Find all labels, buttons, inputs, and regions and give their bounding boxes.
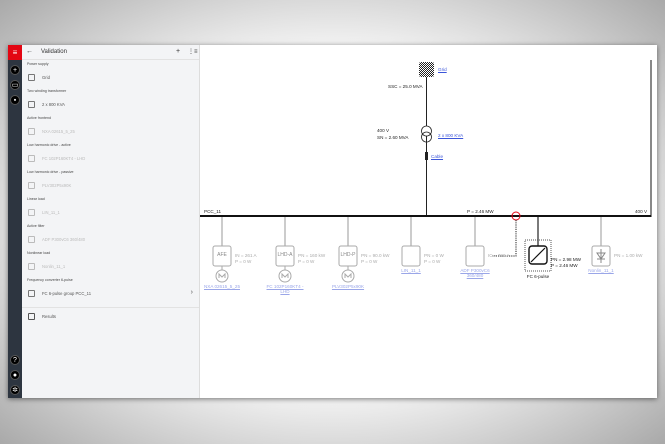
item-label: ADF P300vC6 360/480 bbox=[42, 237, 86, 242]
load-symbol bbox=[465, 245, 485, 267]
settings-icon[interactable]: ✲ bbox=[10, 385, 20, 395]
section-title: Low harmonic drive - active bbox=[27, 143, 71, 147]
section-title: Nonlinear load bbox=[27, 251, 51, 255]
load-name[interactable]: LIN_11_1 bbox=[401, 268, 421, 273]
load-box-label: LHD-A bbox=[277, 252, 293, 258]
item-label: 2 x 800 KVA bbox=[42, 102, 65, 107]
load-name[interactable]: PLV302P5x90K bbox=[331, 284, 365, 289]
item-label: NXA 02615_5_25 bbox=[42, 129, 75, 134]
component-icon bbox=[28, 182, 35, 189]
add-button[interactable]: + bbox=[176, 48, 181, 55]
trafo-voltage: 400 V bbox=[377, 128, 390, 133]
folder-icon[interactable]: ▭ bbox=[10, 80, 20, 90]
component-icon bbox=[28, 128, 35, 135]
item-label: FC 6-pulse group PCC_11 bbox=[42, 291, 92, 296]
load-value-2: P = 0 W bbox=[361, 259, 378, 264]
section-title: Linear load bbox=[27, 197, 45, 201]
grid-ssc: SSC = 25.0 MVA bbox=[388, 84, 423, 89]
results-item[interactable]: Results bbox=[22, 307, 199, 325]
section-title: Active frontend bbox=[27, 116, 51, 120]
user-icon[interactable]: ● bbox=[10, 370, 20, 380]
hamburger-icon[interactable]: ≡ bbox=[8, 45, 22, 60]
section-title: Active filter bbox=[27, 224, 45, 228]
component-icon bbox=[28, 290, 35, 297]
load-value-1: PN = 2.98 MW bbox=[551, 257, 581, 262]
load-name[interactable]: Nonlin_11_1 bbox=[588, 268, 614, 273]
component-icon bbox=[28, 236, 35, 243]
load-box-label: AFE bbox=[217, 252, 227, 258]
component-icon bbox=[28, 155, 35, 162]
component-icon bbox=[28, 101, 35, 108]
load-value-2: P = 0 W bbox=[424, 259, 441, 264]
single-line-diagram: Grid SSC = 25.0 MVA 400 V SN = 2.60 MVA … bbox=[200, 60, 657, 398]
motor-symbol bbox=[215, 269, 229, 283]
bus-name: PCC_11 bbox=[204, 209, 222, 214]
trafo-link[interactable]: 2 x 800 KVA bbox=[438, 133, 464, 138]
results-label: Results bbox=[42, 314, 56, 319]
item-label: FC 102P160KT4 - LHD bbox=[42, 156, 86, 161]
load-name[interactable]: FC 102P160KT4 - LHD bbox=[266, 284, 304, 294]
diagram-lines bbox=[200, 60, 652, 283]
list-item[interactable]: LIN_11_1 bbox=[22, 204, 199, 222]
transformer-symbol[interactable] bbox=[421, 125, 432, 137]
list-item[interactable]: ADF P300vC6 360/480 bbox=[22, 231, 199, 249]
load-value-1: PN = 0 W bbox=[424, 253, 444, 258]
load-value-1: IN = 261 A bbox=[235, 253, 257, 258]
bus-power: P = 2.46 MW bbox=[467, 209, 494, 214]
back-icon[interactable]: ← bbox=[26, 48, 33, 55]
load-value-1: PN = 160 kW bbox=[298, 253, 326, 258]
list-item[interactable]: Grid bbox=[22, 69, 199, 87]
app-window: ≡ + ▭ ▪ ? ● ✲ ← Validation + ⋮≡ Power su… bbox=[8, 45, 657, 398]
section-title: Power supply bbox=[27, 62, 49, 66]
nav-rail: ≡ + ▭ ▪ ? ● ✲ bbox=[8, 45, 22, 398]
help-icon[interactable]: ? bbox=[10, 355, 20, 365]
list-item[interactable]: NXA 02615_5_25 bbox=[22, 123, 199, 141]
component-icon bbox=[28, 263, 35, 270]
motor-symbol bbox=[341, 269, 355, 283]
load-value-2: P = 0 W bbox=[298, 259, 315, 264]
tree-icon[interactable]: ⋮≡ bbox=[188, 49, 198, 55]
item-label: LIN_11_1 bbox=[42, 210, 60, 215]
section-title: Frequency converter 6-pulse bbox=[27, 278, 73, 282]
load-value-1: PN = 90.0 kW bbox=[361, 253, 390, 258]
results-icon bbox=[28, 313, 35, 320]
item-label: Nonlin_11_1 bbox=[42, 264, 66, 269]
list-item[interactable]: FC 6-pulse group PCC_11 › bbox=[22, 285, 199, 303]
load-symbol bbox=[401, 245, 421, 267]
chevron-right-icon[interactable]: › bbox=[190, 289, 193, 296]
load-box-label: LHD-P bbox=[340, 252, 356, 258]
section-title: Two winding transformer bbox=[27, 89, 67, 93]
component-icon bbox=[28, 74, 35, 81]
list-item[interactable]: PLV302P5x90K bbox=[22, 177, 199, 195]
trafo-sn: SN = 2.60 MVA bbox=[377, 135, 409, 140]
item-label: PLV302P5x90K bbox=[42, 183, 72, 188]
grid-link[interactable]: Grid bbox=[438, 67, 447, 72]
bus-voltage: 400 V bbox=[635, 209, 648, 214]
save-icon[interactable]: ▪ bbox=[10, 95, 20, 105]
sidebar-header: ← Validation + ⋮≡ bbox=[22, 45, 199, 60]
load-name[interactable]: FC 6-pulse bbox=[526, 274, 550, 279]
plus-icon[interactable]: + bbox=[10, 65, 20, 75]
page-title: Validation bbox=[41, 49, 67, 55]
load-value-1: IC = 720 A bbox=[488, 253, 510, 258]
section-title: Low harmonic drive - passive bbox=[27, 170, 74, 174]
load-value-2: P = 0 W bbox=[235, 259, 252, 264]
list-item[interactable]: FC 102P160KT4 - LHD bbox=[22, 150, 199, 168]
load-name[interactable]: ADF P300vC6 360/480 bbox=[460, 268, 490, 278]
cable-link[interactable]: Cable bbox=[431, 154, 444, 159]
list-item[interactable]: Nonlin_11_1 bbox=[22, 258, 199, 276]
item-label: Grid bbox=[42, 75, 50, 80]
component-icon bbox=[28, 209, 35, 216]
motor-symbol bbox=[278, 269, 292, 283]
list-item[interactable]: 2 x 800 KVA bbox=[22, 96, 199, 114]
load-name[interactable]: NXA 02615_5_25 bbox=[203, 284, 241, 289]
load-value-1: PN = 1.00 kW bbox=[614, 253, 643, 258]
load-value-2: P = 2.46 MW bbox=[551, 263, 578, 268]
